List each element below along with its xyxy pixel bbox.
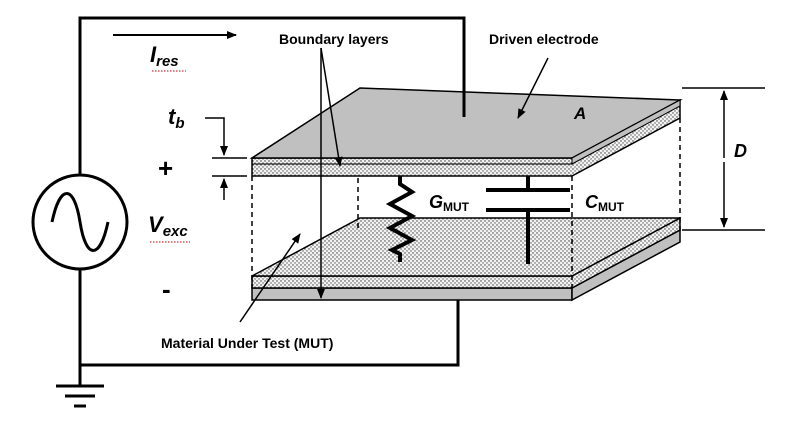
boundary-layers-label: Boundary layers xyxy=(279,31,389,47)
resistor-icon xyxy=(385,176,417,262)
boundary-layer-arrows xyxy=(317,47,343,299)
conductance-label: GMUT xyxy=(429,192,470,214)
area-label: A xyxy=(573,104,586,123)
driven-electrode-label: Driven electrode xyxy=(489,31,599,47)
bottom-wire xyxy=(78,270,460,367)
driven-electrode-arrow xyxy=(517,57,549,119)
capacitance-label: CMUT xyxy=(585,192,625,214)
tb-label: tb xyxy=(168,104,185,132)
circuit-wires xyxy=(78,16,466,385)
tb-dimension xyxy=(205,117,247,200)
mut-arrow xyxy=(239,233,301,323)
capacitor-icon xyxy=(486,176,570,264)
voltage-label: Vexc xyxy=(148,212,188,240)
ac-source-icon xyxy=(31,173,129,271)
separation-label: D xyxy=(734,141,747,161)
ground-icon xyxy=(56,384,104,408)
driven-electrode xyxy=(249,87,683,177)
current-label: Ires xyxy=(150,42,179,70)
d-dimension xyxy=(682,87,765,231)
bottom-boundary-layer xyxy=(251,216,681,289)
top-wire xyxy=(78,16,466,175)
material-label: Material Under Test (MUT) xyxy=(161,335,333,351)
plus-label: + xyxy=(158,153,173,183)
minus-label: - xyxy=(162,274,171,304)
